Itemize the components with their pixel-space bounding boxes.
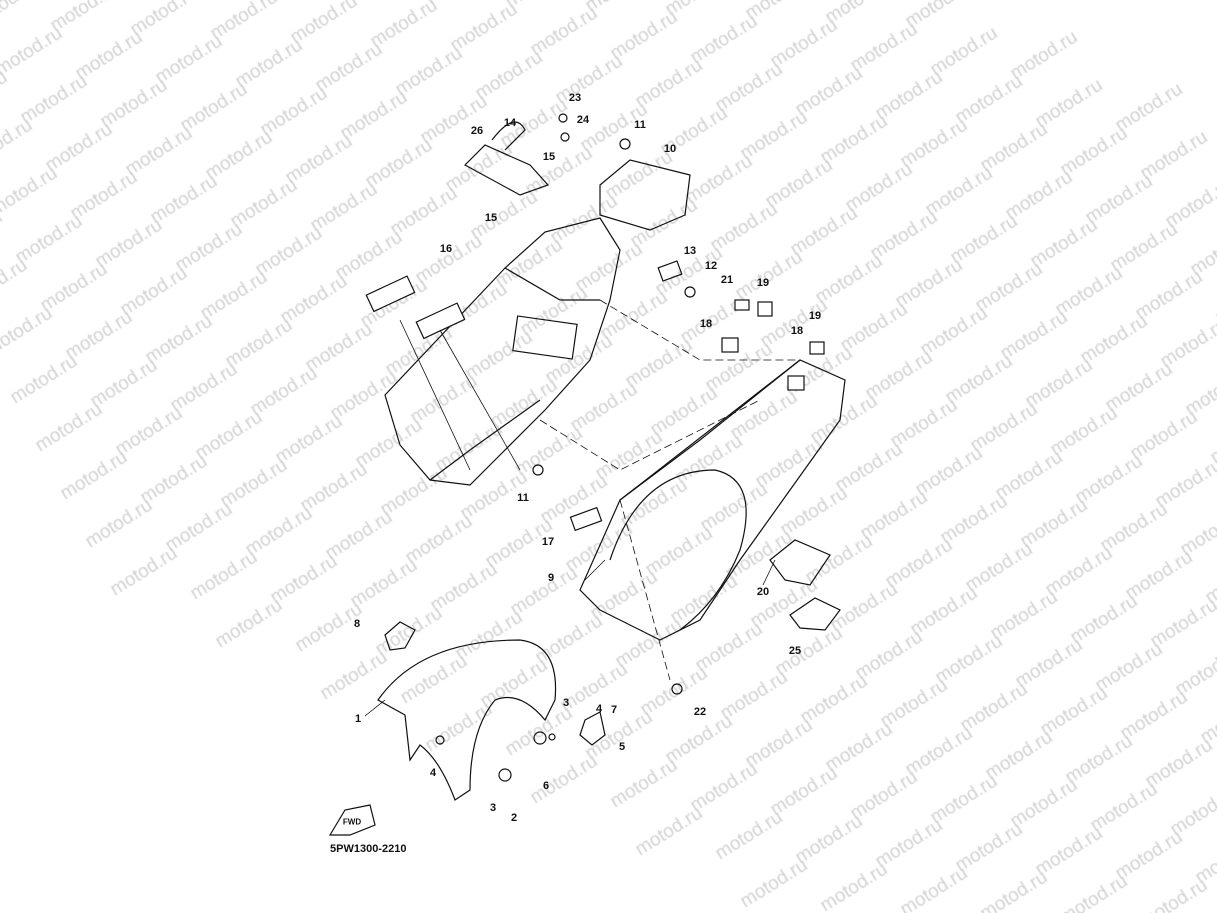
front-fender bbox=[377, 621, 606, 801]
fasteners bbox=[435, 113, 696, 782]
part-callout: 26 bbox=[470, 125, 484, 137]
license-bracket bbox=[769, 539, 841, 631]
part-callout: 11 bbox=[634, 119, 646, 131]
seat-bracket bbox=[464, 121, 550, 196]
part-callout: 20 bbox=[756, 586, 770, 598]
decal-pieces bbox=[365, 275, 825, 532]
part-callout: 19 bbox=[756, 277, 770, 289]
part-callout: 12 bbox=[704, 260, 718, 272]
part-callout: 5 bbox=[618, 741, 626, 753]
fwd-label: FWD bbox=[342, 817, 362, 827]
part-callout: 3 bbox=[489, 802, 497, 814]
part-callout: 6 bbox=[542, 780, 550, 792]
part-callout: 18 bbox=[699, 318, 713, 330]
part-callout: 4 bbox=[595, 703, 603, 715]
part-callout: 17 bbox=[541, 536, 555, 548]
part-callout: 25 bbox=[788, 645, 802, 657]
part-callout: 21 bbox=[720, 274, 734, 286]
rear-fender-frame bbox=[384, 217, 621, 486]
part-callout: 4 bbox=[429, 767, 437, 779]
part-callout: 19 bbox=[808, 310, 822, 322]
part-callout: 15 bbox=[484, 212, 498, 224]
part-callout: 15 bbox=[542, 151, 556, 163]
part-callout: 24 bbox=[576, 114, 590, 126]
part-callout: 13 bbox=[683, 245, 697, 257]
part-callout: 11 bbox=[517, 492, 529, 504]
diagram-code: 5PW1300-2210 bbox=[330, 843, 407, 855]
fwd-arrow bbox=[328, 804, 376, 836]
part-callout: 23 bbox=[568, 92, 582, 104]
part-callout: 3 bbox=[562, 697, 570, 709]
part-callout: 7 bbox=[610, 704, 618, 716]
part-callout: 22 bbox=[693, 706, 707, 718]
part-callout: 14 bbox=[503, 117, 517, 129]
rear-fender bbox=[579, 359, 846, 641]
part-callout: 10 bbox=[663, 143, 677, 155]
part-callout: 2 bbox=[510, 812, 518, 824]
part-callout: 9 bbox=[547, 572, 555, 584]
part-callout: 8 bbox=[353, 618, 361, 630]
leader-lines bbox=[364, 299, 800, 717]
part-callout: 1 bbox=[354, 713, 362, 725]
part-callout: 16 bbox=[439, 243, 453, 255]
battery-box bbox=[599, 159, 691, 231]
part-callout: 18 bbox=[790, 325, 804, 337]
